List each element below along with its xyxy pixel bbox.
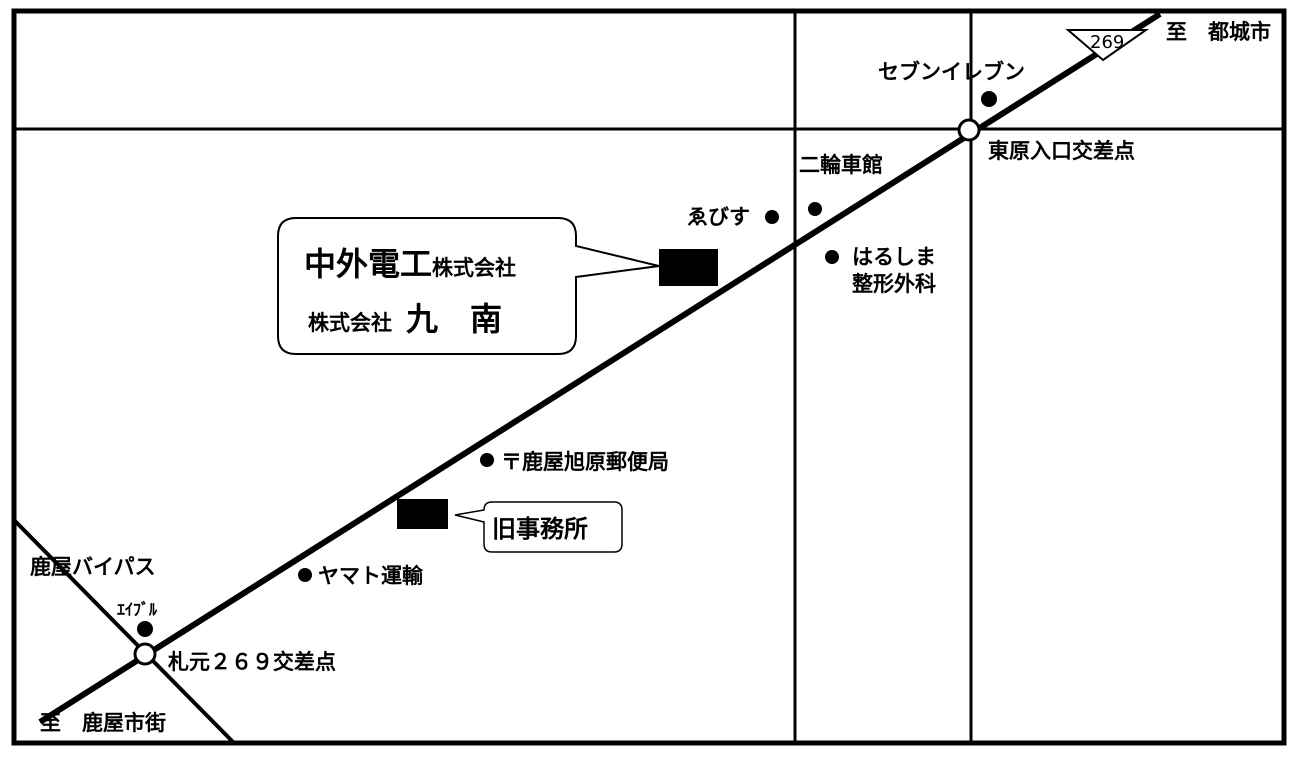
kyunan-prefix: 株式会社 — [308, 311, 392, 335]
chugai-denko-suffix: 株式会社 — [432, 256, 516, 280]
harushima-label-line2: 整形外科 — [852, 272, 936, 296]
to-kanoya-label: 至 鹿屋市街 — [40, 711, 166, 735]
ebisu-label: ゑびす — [687, 205, 750, 229]
higashihara-intersection-label: 東原入口交差点 — [988, 139, 1135, 163]
yamato-label: ヤマト運輸 — [318, 564, 424, 588]
able-dot — [137, 621, 153, 637]
yamato-dot — [298, 568, 312, 582]
kyunan-name: 九 南 — [406, 300, 502, 338]
seven-eleven-dot — [981, 91, 997, 107]
fudamoto-intersection — [133, 642, 157, 666]
fudamoto-intersection-label: 札元２６９交差点 — [167, 650, 336, 674]
company-name-line1: 中外電工株式会社 — [304, 245, 516, 283]
route-number: 269 — [1090, 32, 1124, 53]
kanoya-bypass-road — [12, 518, 236, 745]
company-callout: 中外電工株式会社 株式会社九 南 — [277, 217, 660, 355]
able-label: ｴｲﾌﾞﾙ — [117, 600, 158, 619]
old-office-label: 旧事務所 — [492, 515, 588, 543]
nirinshakan-label: 二輪車館 — [799, 153, 883, 177]
company-building-marker — [659, 249, 718, 286]
harushima-label-line1: はるしま — [852, 245, 936, 269]
post-office-dot — [480, 453, 494, 467]
nirinshakan-dot — [808, 202, 822, 216]
seven-eleven-label: セブンイレブン — [878, 60, 1025, 84]
post-office-label: 〒鹿屋旭原郵便局 — [501, 450, 669, 474]
higashihara-intersection — [957, 118, 981, 142]
chugai-denko-name: 中外電工 — [304, 245, 432, 283]
to-miyakonojo-label: 至 都城市 — [1166, 20, 1271, 44]
route-269-marker: 269 — [1065, 29, 1150, 62]
old-office-callout: 旧事務所 — [454, 501, 623, 553]
kanoya-bypass-label: 鹿屋バイパス — [30, 555, 156, 579]
old-office-building-marker — [397, 499, 448, 529]
company-name-line2: 株式会社九 南 — [308, 300, 502, 338]
ebisu-dot — [765, 210, 779, 224]
map-frame — [11, 8, 1287, 746]
harushima-dot — [825, 250, 839, 264]
